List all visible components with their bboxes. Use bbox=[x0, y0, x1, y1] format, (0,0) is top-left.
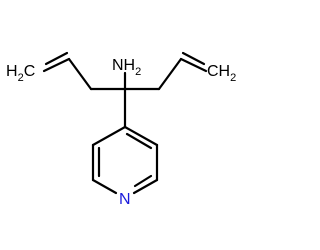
bond-left-vinyl-outer bbox=[42, 57, 71, 73]
bond-right-ch2-ch bbox=[157, 57, 183, 91]
ring-bond-6 bbox=[91, 125, 127, 147]
ring-bond-1 bbox=[123, 125, 159, 147]
ring-inner-double-2 bbox=[133, 174, 153, 188]
bond-right-vinyl-outer bbox=[179, 57, 208, 73]
molecule-structure: NH2 H2C CH2 N bbox=[6, 51, 236, 208]
right-terminal-ch2-label: CH2 bbox=[207, 63, 236, 84]
ring-bond-3 bbox=[132, 178, 159, 195]
bond-left-vinyl-inner bbox=[44, 51, 69, 66]
pyridine-nitrogen-label: N bbox=[119, 191, 131, 208]
left-terminal-ch2-label: H2C bbox=[6, 63, 35, 84]
bond-left-vinyl-ch bbox=[67, 57, 93, 91]
ring-bond-4 bbox=[91, 178, 118, 195]
structure-canvas: NH2 H2C CH2 N bbox=[6, 51, 236, 208]
amine-label: NH2 bbox=[112, 57, 141, 78]
bond-right-vinyl-inner bbox=[181, 51, 206, 66]
ring-inner-double-1 bbox=[125, 132, 153, 150]
